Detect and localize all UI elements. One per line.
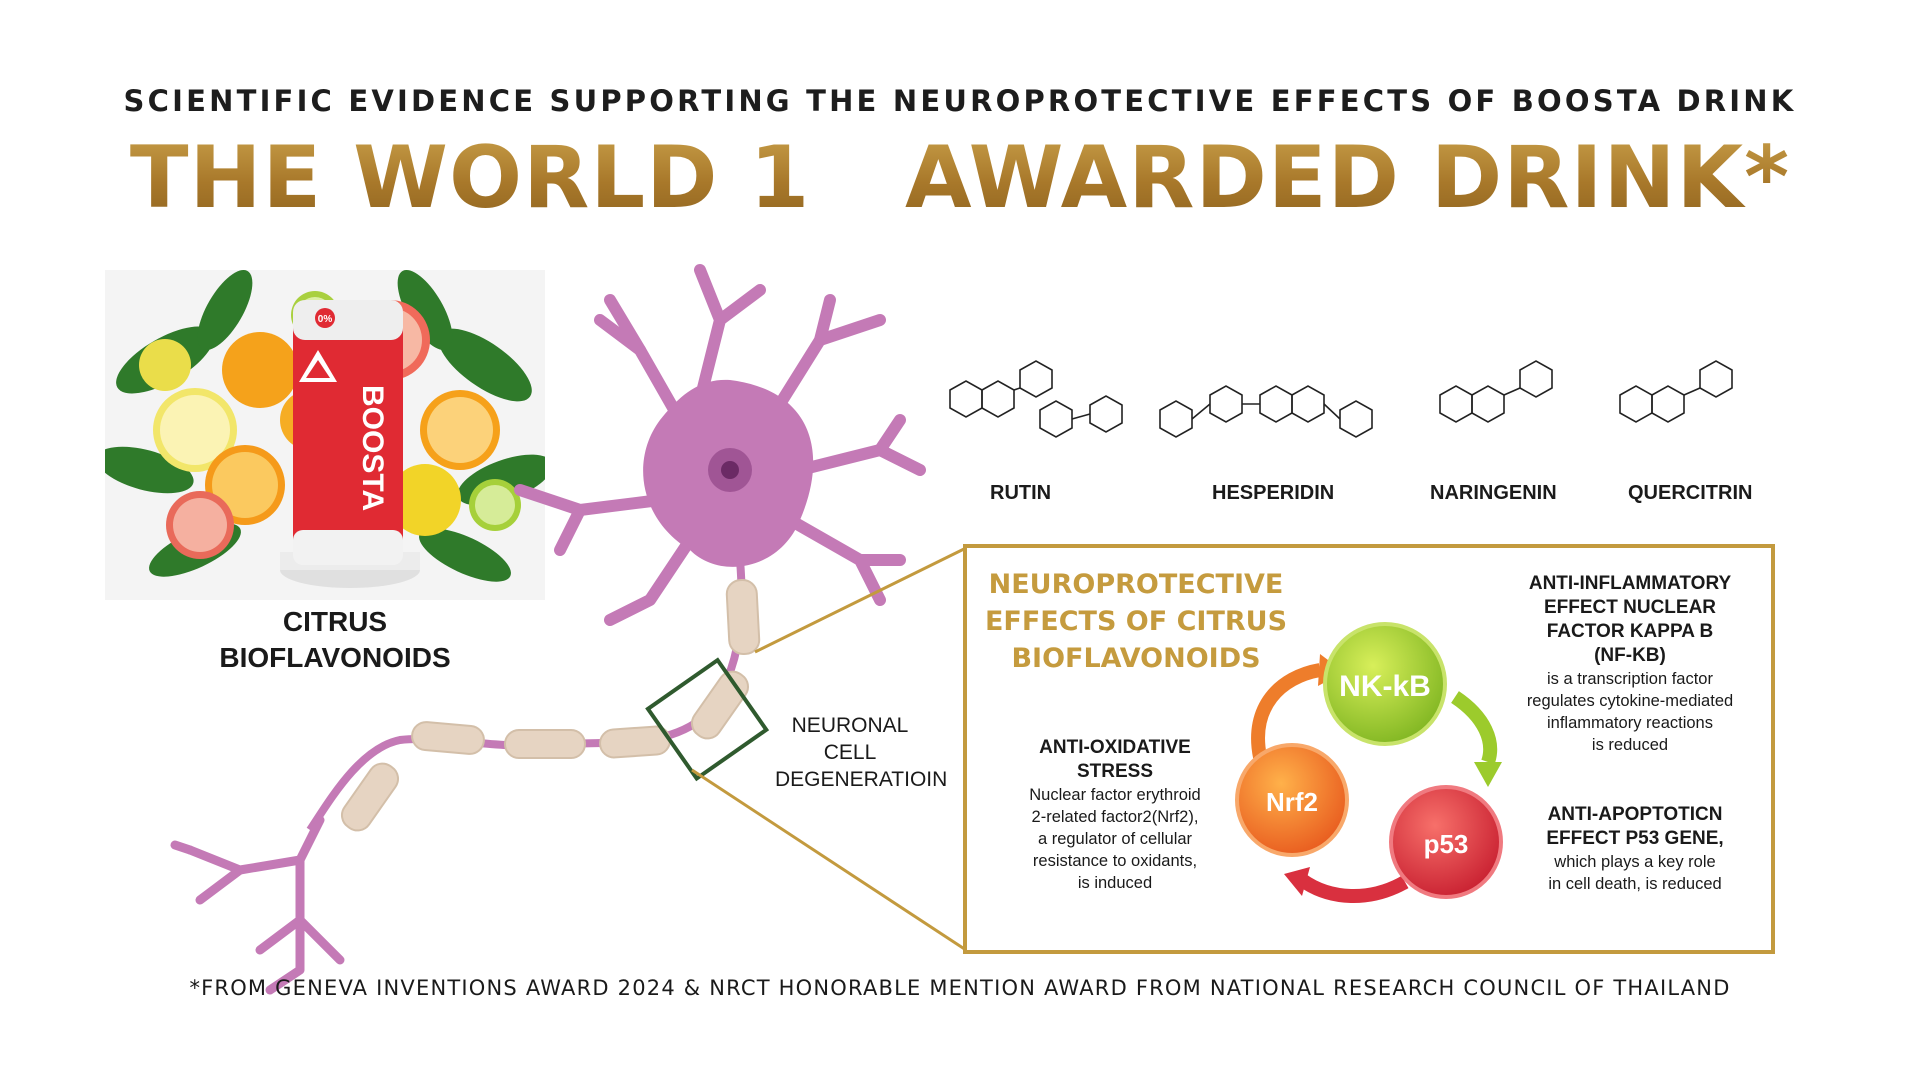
naringenin-structure bbox=[1439, 360, 1553, 423]
headline-text-1: THE WORLD 1 bbox=[129, 128, 811, 228]
axon-terminals bbox=[170, 815, 345, 995]
zoom-line-top bbox=[754, 546, 967, 654]
nkkb-circle bbox=[1323, 622, 1447, 746]
rutin-structure bbox=[949, 360, 1123, 438]
page-headline: THE WORLD 1ST AWARDED DRINK* bbox=[0, 128, 1920, 228]
molecule-naringenin: NARINGENIN bbox=[1430, 482, 1557, 504]
neuronal-degeneration-label: NEURONAL CELL DEGENERATIOIN bbox=[775, 714, 948, 791]
arrow-p53-to-nrf2 bbox=[1297, 874, 1409, 904]
citrus-label: CITRUS BIOFLAVONOIDS bbox=[170, 604, 500, 676]
molecule-rutin: RUTIN bbox=[990, 482, 1052, 504]
pathway-cycle: NK-kB Nrf2 p53 bbox=[1235, 622, 1503, 904]
neuron-nucleolus bbox=[721, 461, 739, 479]
hesperidin-structure bbox=[1159, 385, 1373, 438]
zoom-line-bottom bbox=[691, 768, 967, 952]
neuroprotective-panel bbox=[963, 544, 1775, 954]
page-subtitle: SCIENTIFIC EVIDENCE SUPPORTING THE NEURO… bbox=[123, 84, 1797, 118]
headline-text-2: AWARDED DRINK* bbox=[874, 128, 1791, 228]
citrus-label-line1: CITRUS bbox=[282, 606, 388, 637]
myelin-sheaths bbox=[340, 578, 761, 832]
quercitrin-structure bbox=[1619, 360, 1733, 423]
p53-circle bbox=[1389, 785, 1503, 899]
arrow-nrf2-to-nkkb bbox=[1251, 663, 1322, 759]
molecule-quercitrin: QUERCITRIN bbox=[1628, 482, 1753, 504]
product-photo: 0% BOOSTA bbox=[105, 270, 545, 600]
neuron-dendrites bbox=[514, 264, 926, 626]
citrus-label-line2: BIOFLAVONOIDS bbox=[219, 642, 451, 673]
anti-inflammatory-block: ANTI-INFLAMMATORY EFFECT NUCLEAR FACTOR … bbox=[1526, 573, 1734, 754]
anti-apoptotic-block: ANTI-APOPTOTICN EFFECT P53 GENE, which p… bbox=[1546, 804, 1724, 893]
zoom-box bbox=[645, 657, 770, 782]
nrf2-circle bbox=[1235, 743, 1349, 857]
p53-label: p53 bbox=[1424, 829, 1469, 859]
nrf2-label: Nrf2 bbox=[1266, 787, 1318, 817]
boosta-can: 0% BOOSTA bbox=[293, 300, 403, 565]
anti-oxidative-block: ANTI-OXIDATIVE STRESS Nuclear factor ery… bbox=[1029, 737, 1201, 892]
can-badge: 0% bbox=[318, 314, 333, 325]
molecule-hesperidin: HESPERIDIN bbox=[1212, 482, 1335, 504]
footer-note: *FROM GENEVA INVENTIONS AWARD 2024 & NRC… bbox=[189, 976, 1731, 1000]
molecule-structures bbox=[949, 360, 1733, 438]
panel-title: NEUROPROTECTIVE EFFECTS OF CITRUS BIOFLA… bbox=[984, 569, 1288, 674]
can-brand: BOOSTA bbox=[356, 385, 389, 511]
arrow-nkkb-to-p53 bbox=[1450, 691, 1498, 765]
nkkb-label: NK-kB bbox=[1339, 670, 1431, 703]
